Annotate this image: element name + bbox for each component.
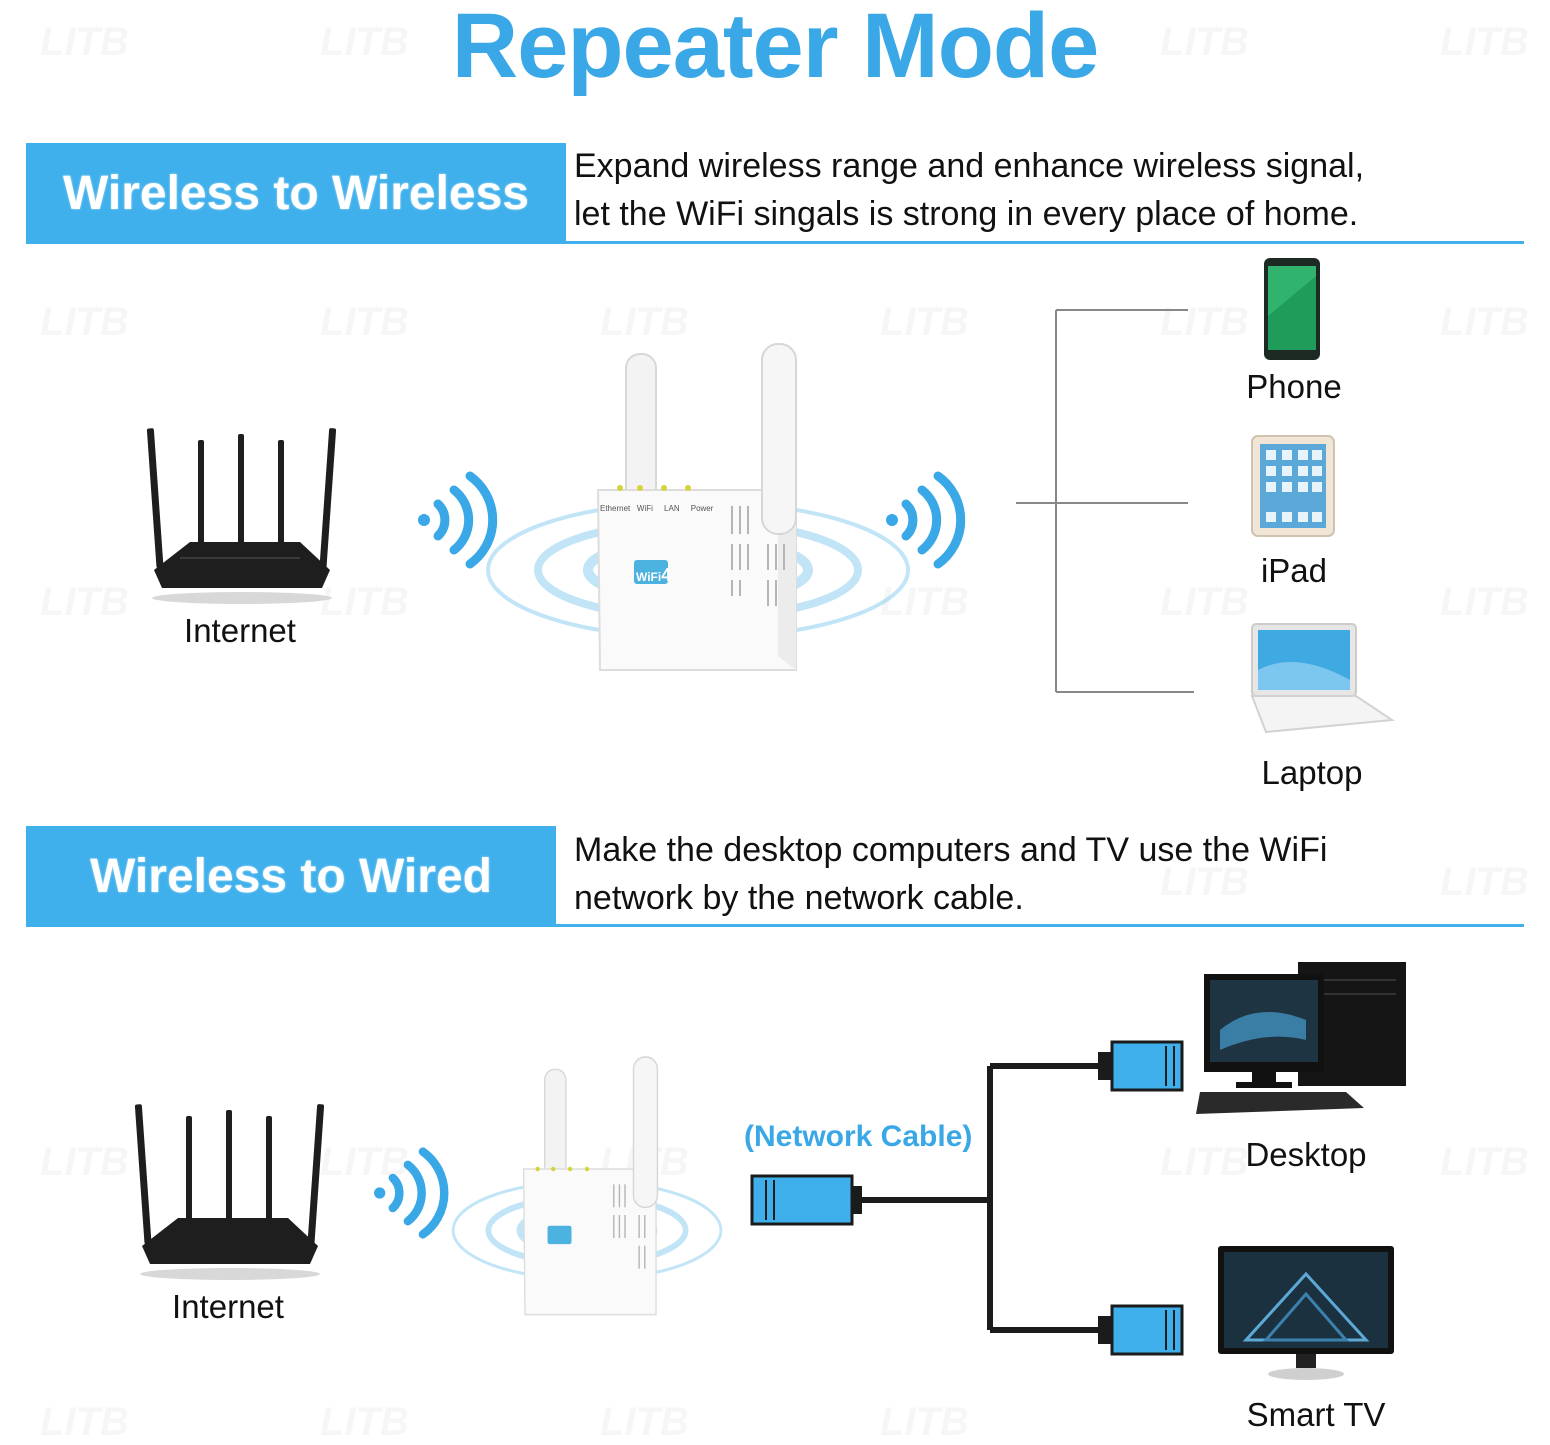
device-label-phone: Phone: [1246, 368, 1342, 405]
led-label-power: Power: [690, 504, 714, 513]
connection-lines: [1016, 309, 1194, 693]
description-line: Expand wireless range and enhance wirele…: [574, 147, 1365, 185]
wifi-signal-icon: [374, 1147, 449, 1239]
source-label: Internet: [184, 612, 296, 649]
banner-wireless-to-wireless: Wireless to Wireless: [26, 143, 566, 243]
wifi-badge-number: 4: [661, 565, 672, 585]
wifi-signal-icon: [418, 471, 498, 569]
section-divider: [26, 241, 1524, 244]
desktop-computer-icon: [1196, 962, 1406, 1114]
section-description: Expand wireless range and enhance wirele…: [574, 142, 1364, 238]
banner-wireless-to-wired: Wireless to Wired: [26, 826, 556, 926]
wifi-badge-text: WiFi: [636, 570, 662, 584]
section-description: Make the desktop computers and TV use th…: [574, 826, 1327, 922]
ipad-icon: [1251, 435, 1335, 537]
network-cable-label: (Network Cable): [744, 1120, 973, 1153]
device-label-desktop: Desktop: [1245, 1136, 1367, 1173]
section-divider: [26, 924, 1524, 927]
source-label: Internet: [172, 1288, 284, 1325]
phone-icon: [1264, 258, 1320, 360]
page-title: Repeater Mode: [451, 0, 1100, 97]
description-line: let the WiFi singals is strong in every …: [574, 195, 1359, 233]
device-label-laptop: Laptop: [1261, 754, 1363, 791]
repeater-device: [486, 343, 910, 671]
wifi-badge: WiFi4: [636, 565, 671, 586]
led-label-ethernet: Ethernet: [600, 504, 631, 513]
router-icon: [146, 428, 337, 604]
description-line: network by the network cable.: [574, 879, 1024, 917]
smart-tv-icon: [1218, 1246, 1394, 1380]
led-label-wifi: WiFi: [636, 504, 653, 513]
wifi-signal-icon: [886, 471, 966, 569]
repeater-device: [451, 1056, 723, 1316]
description-line: Make the desktop computers and TV use th…: [574, 831, 1328, 869]
device-label-smart-tv: Smart TV: [1246, 1396, 1386, 1433]
device-label-ipad: iPad: [1260, 552, 1328, 589]
led-label-lan: LAN: [664, 504, 680, 513]
laptop-icon: [1250, 623, 1395, 734]
router-icon: [134, 1104, 325, 1280]
repeater-led-labels: Ethernet WiFi LAN Power: [600, 504, 713, 513]
